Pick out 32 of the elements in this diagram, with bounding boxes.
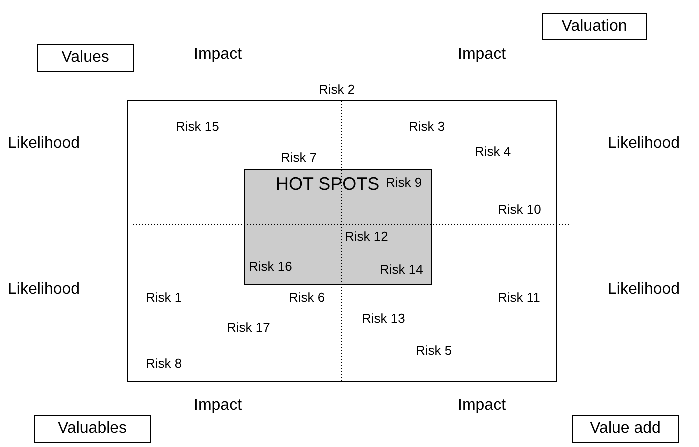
risk-label: Risk 3 xyxy=(409,120,446,133)
area-title: HOT SPOTS xyxy=(276,175,380,193)
risk-label: Risk 12 xyxy=(345,230,388,243)
category-box: Value add xyxy=(572,415,679,443)
risk-label: Risk 7 xyxy=(281,151,318,164)
risk-label: Risk 14 xyxy=(380,263,424,276)
risk-label: Risk 9 xyxy=(386,176,422,189)
risk-label: Risk 11 xyxy=(498,291,540,304)
risk-label: Risk 13 xyxy=(362,312,406,325)
axis-label: Impact xyxy=(458,398,506,414)
risk-label: Risk 2 xyxy=(319,83,356,96)
risk-label: Risk 10 xyxy=(498,203,542,216)
category-box: Valuables xyxy=(34,415,151,443)
category-box: Valuation xyxy=(542,13,647,40)
axis-label: Likelihood xyxy=(8,282,80,298)
risk-label: Risk 15 xyxy=(176,120,220,133)
risk-label: Risk 5 xyxy=(416,344,452,357)
risk-map-frame xyxy=(127,100,557,382)
risk-label: Risk 6 xyxy=(289,291,326,304)
hot-spots-area xyxy=(244,169,432,285)
risk-label: Risk 8 xyxy=(146,357,182,370)
risk-label: Risk 1 xyxy=(146,291,182,304)
risk-label: Risk 16 xyxy=(249,260,292,273)
category-box: Values xyxy=(37,44,134,72)
axis-label: Impact xyxy=(194,398,242,414)
axis-label: Impact xyxy=(458,47,506,63)
axis-label: Impact xyxy=(194,47,242,63)
axis-label: Likelihood xyxy=(608,282,680,298)
risk-label: Risk 17 xyxy=(227,321,270,334)
risk-label: Risk 4 xyxy=(475,145,512,158)
axis-label: Likelihood xyxy=(608,136,680,152)
axis-label: Likelihood xyxy=(8,136,80,152)
